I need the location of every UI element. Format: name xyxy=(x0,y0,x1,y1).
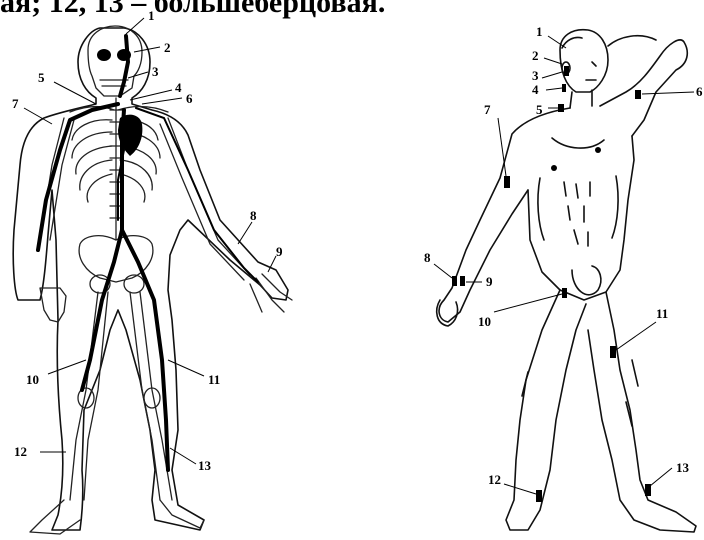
right-label-2: 2 xyxy=(532,48,539,63)
right-label-1: 1 xyxy=(536,24,543,39)
right-label-4: 4 xyxy=(532,82,539,97)
left-label-9: 9 xyxy=(276,244,283,259)
right-label-7: 7 xyxy=(484,102,491,117)
right-label-3: 3 xyxy=(532,68,539,83)
right-label-9: 9 xyxy=(486,274,493,289)
left-label-6: 6 xyxy=(186,91,193,106)
right-label-8: 8 xyxy=(424,250,431,265)
right-label-12: 12 xyxy=(488,472,501,487)
left-label-11: 11 xyxy=(208,372,220,387)
right-label-13: 13 xyxy=(676,460,690,475)
left-label-1: 1 xyxy=(148,8,155,23)
right-figure-pulse-markers xyxy=(452,66,651,502)
left-label-5: 5 xyxy=(38,70,45,85)
right-figure-body xyxy=(437,30,696,532)
right-label-6: 6 xyxy=(696,84,703,99)
left-label-4: 4 xyxy=(175,80,182,95)
left-label-2: 2 xyxy=(164,40,171,55)
left-label-7: 7 xyxy=(12,96,19,111)
left-label-13: 13 xyxy=(198,458,212,473)
right-label-11: 11 xyxy=(656,306,668,321)
right-label-10: 10 xyxy=(478,314,491,329)
left-label-8: 8 xyxy=(250,208,257,223)
left-label-12: 12 xyxy=(14,444,27,459)
left-label-10: 10 xyxy=(26,372,39,387)
right-label-5: 5 xyxy=(536,102,543,117)
left-label-3: 3 xyxy=(152,64,159,79)
